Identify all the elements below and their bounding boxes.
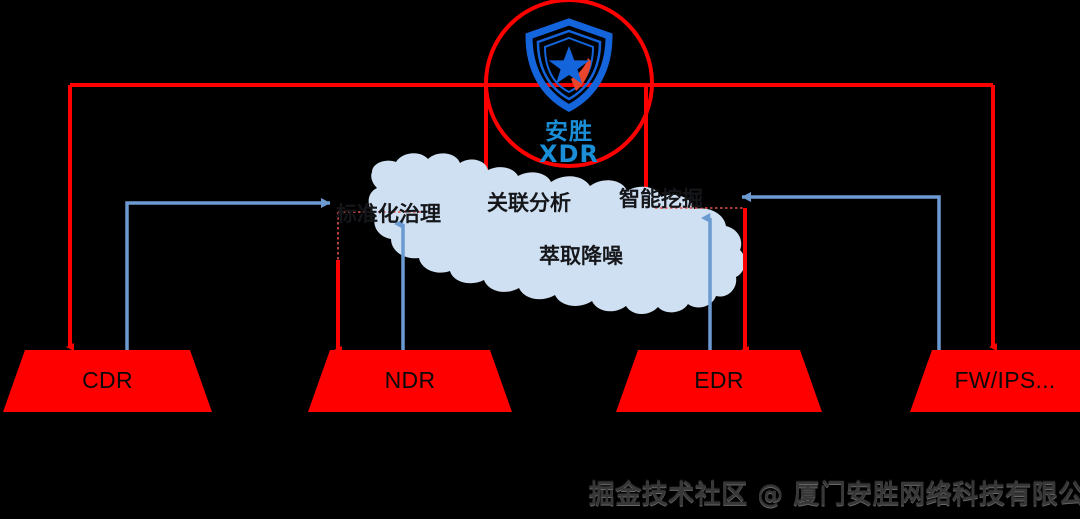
source-node-cdr[interactable] (3, 350, 212, 412)
logo-brand-cn: 安胜 (545, 119, 593, 145)
cloud-label-standardized-governance: 标准化治理 (336, 202, 441, 226)
source-node-fwips[interactable] (910, 350, 1080, 412)
source-label-cdr: CDR (82, 367, 133, 393)
cloud-label-extraction-denoise: 萃取降噪 (539, 244, 623, 268)
source-label-ndr: NDR (384, 367, 436, 393)
shield-star-logo (525, 18, 613, 112)
red-feedback-bus (66, 83, 997, 351)
source-node-ndr[interactable] (308, 350, 512, 412)
processing-cloud (368, 153, 745, 315)
cloud-dotted-leads (334, 207, 749, 354)
logo-ring (484, 0, 654, 168)
blue-ingest-paths (125, 192, 941, 352)
source-label-edr: EDR (694, 367, 744, 393)
watermark: 掘金技术社区 @ 厦门安胜网络科技有限公司 (588, 479, 1080, 510)
cloud-label-correlation-analysis: 关联分析 (487, 191, 571, 215)
source-node-edr[interactable] (616, 350, 822, 412)
source-nodes (3, 350, 1080, 412)
cloud-label-intelligent-mining: 智能挖掘 (619, 187, 703, 211)
source-label-fwips: FW/IPS... (954, 367, 1056, 393)
logo-brand-en: XDR (539, 140, 599, 168)
